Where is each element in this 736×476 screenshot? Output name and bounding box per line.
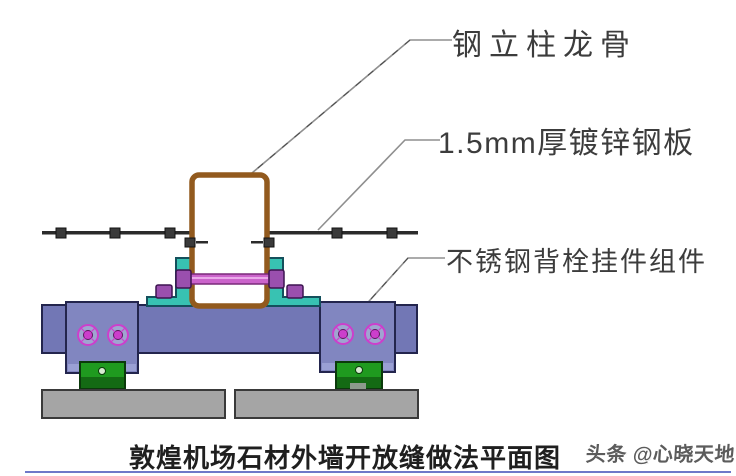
leader-line-steel-column <box>251 39 452 174</box>
foot-nut-left <box>155 284 173 299</box>
anchor-bolt-left-1 <box>77 324 99 346</box>
annotation-galvanized-plate: 1.5mm厚镀锌钢板 <box>438 127 695 160</box>
drawing-caption: 敦煌机场石材外墙开放缝做法平面图 <box>128 443 561 473</box>
galvanized-plate-left <box>42 227 192 239</box>
bolt-head-left <box>175 269 192 289</box>
anchor-bolt-right-2 <box>364 323 386 345</box>
leader-line-steel-column-dash <box>251 39 411 174</box>
annotation-anchor-assembly: 不锈钢背栓挂件组件 <box>446 247 707 277</box>
column-pin-right <box>251 237 275 248</box>
through-bolt-rod <box>189 273 271 285</box>
watermark: 头条 @心晓天地 <box>584 444 736 466</box>
stone-panel-left <box>41 389 226 419</box>
anchor-bolt-right-1 <box>332 323 354 345</box>
stone-panel-right <box>234 389 419 419</box>
clip-left <box>79 361 126 390</box>
bottom-rule <box>25 471 731 473</box>
leader-line-galvanized-plate <box>317 139 440 231</box>
galvanized-plate-right <box>267 227 418 239</box>
bolt-head-right <box>268 269 285 289</box>
annotation-steel-column: 钢立柱龙骨 <box>452 29 637 62</box>
steel-column <box>189 172 270 309</box>
foot-nut-right <box>286 284 304 299</box>
column-pin-left <box>184 237 208 248</box>
anchor-bolt-left-2 <box>107 324 129 346</box>
clip-right <box>335 361 383 390</box>
